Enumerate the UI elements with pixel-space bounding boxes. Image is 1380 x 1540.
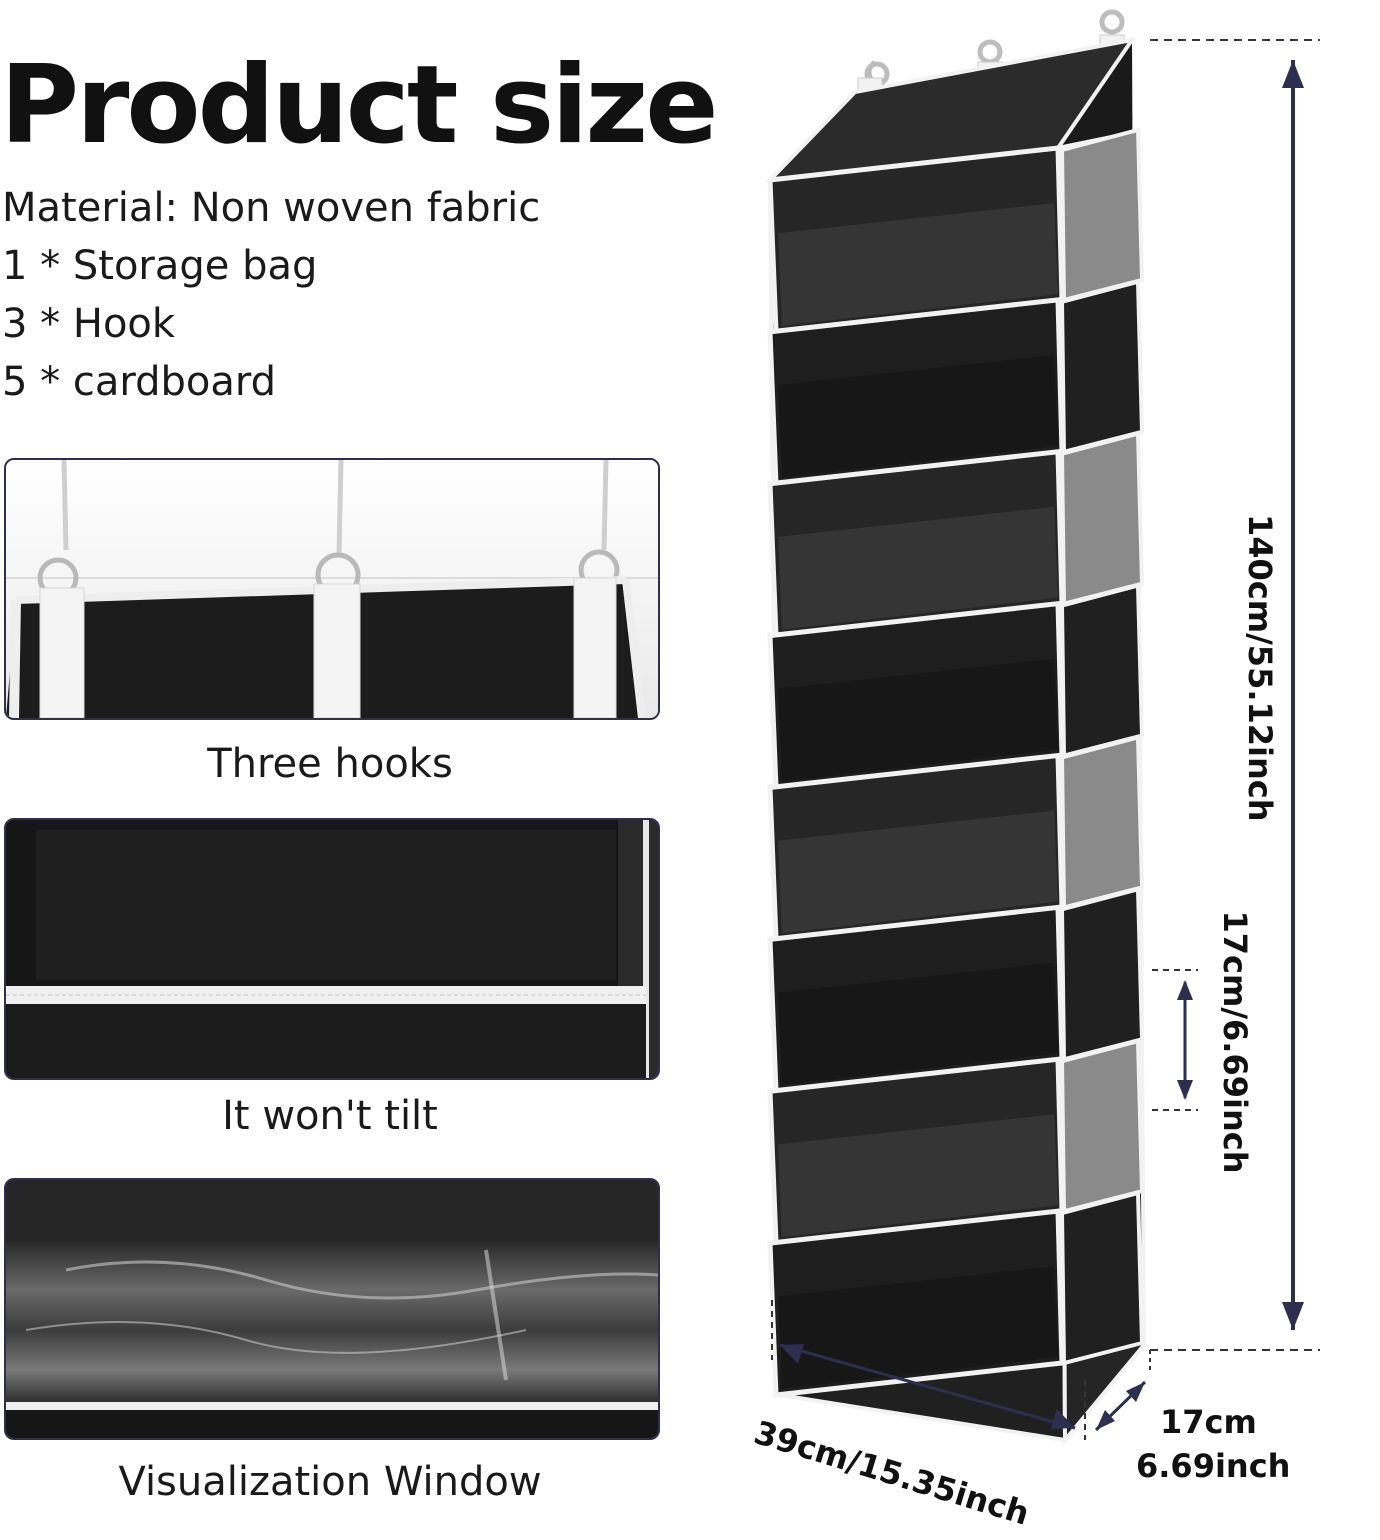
side-mesh-pocket [1059,886,1145,1062]
pocket-window [778,355,1058,478]
side-mesh-pocket [1059,734,1145,910]
pocket-window [778,203,1058,326]
pocket-window [778,1266,1058,1389]
width-dimension-line [771,1300,1151,1440]
side-mesh-pocket [1059,1190,1145,1366]
spec-storage-bag: 1 * Storage bag [2,243,318,289]
depth-label-inch: 6.69inch [1136,1447,1291,1485]
caption-three-hooks: Three hooks [207,741,453,787]
side-mesh-pocket [1059,431,1145,607]
height-dimension-line [1150,39,1320,1351]
pocket-height-label: 17cm/6.69inch [1216,910,1254,1174]
hooks-closeup-image [4,458,660,720]
caption-visualization-window: Visualization Window [118,1459,542,1505]
spec-material: Material: Non woven fabric [2,185,541,231]
pocket-window [778,810,1058,934]
caption-wont-tilt: It won't tilt [222,1093,438,1139]
side-mesh-pocket [1059,583,1145,759]
shelf-closeup-image [4,818,660,1080]
depth-label-cm: 17cm [1160,1403,1257,1441]
side-mesh-pocket [1059,1038,1145,1214]
side-mesh-pocket [1059,279,1145,455]
window-closeup-image [4,1178,660,1440]
spec-hook: 3 * Hook [2,301,176,347]
pocket-window [778,1114,1058,1238]
side-mesh-pocket [1059,127,1145,303]
height-label: 140cm/55.12inch [1241,514,1279,822]
pocket-height-dimension-line [1152,969,1198,1111]
pocket-window [778,962,1058,1086]
page-title: Product size [0,43,718,168]
spec-cardboard: 5 * cardboard [2,359,277,405]
pocket-window [778,658,1058,782]
pocket-window [778,506,1058,630]
product-illustration [740,0,1380,1500]
